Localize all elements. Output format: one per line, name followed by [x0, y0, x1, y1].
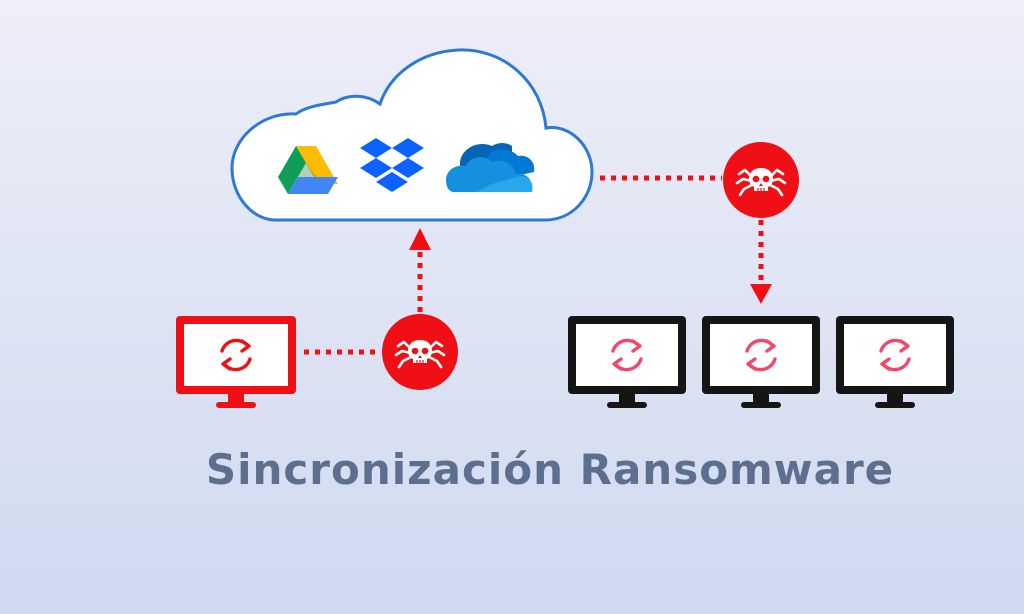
arrow-up-icon: [409, 228, 431, 250]
threat-node-download: [723, 142, 799, 218]
synced-computer: [568, 316, 686, 408]
cloud-shape: [230, 48, 594, 222]
monitor-screen: [184, 324, 288, 386]
google-drive-icon: [278, 146, 338, 194]
connector-threat-to-cloud: [409, 228, 431, 312]
infected-computer: [176, 316, 296, 408]
arrow-down-icon: [750, 284, 772, 304]
synced-computer: [836, 316, 954, 408]
diagram-title: Sincronización Ransomware: [205, 445, 895, 494]
cloud-storage: [230, 48, 594, 222]
synced-computer: [702, 316, 820, 408]
onedrive-icon: [446, 143, 535, 192]
monitor-screen: [710, 324, 812, 386]
monitor-screen: [576, 324, 678, 386]
connector-threat-to-computers: [750, 220, 772, 304]
monitor-screen: [844, 324, 946, 386]
threat-node-upload: [382, 314, 458, 390]
dropbox-icon: [360, 138, 424, 192]
